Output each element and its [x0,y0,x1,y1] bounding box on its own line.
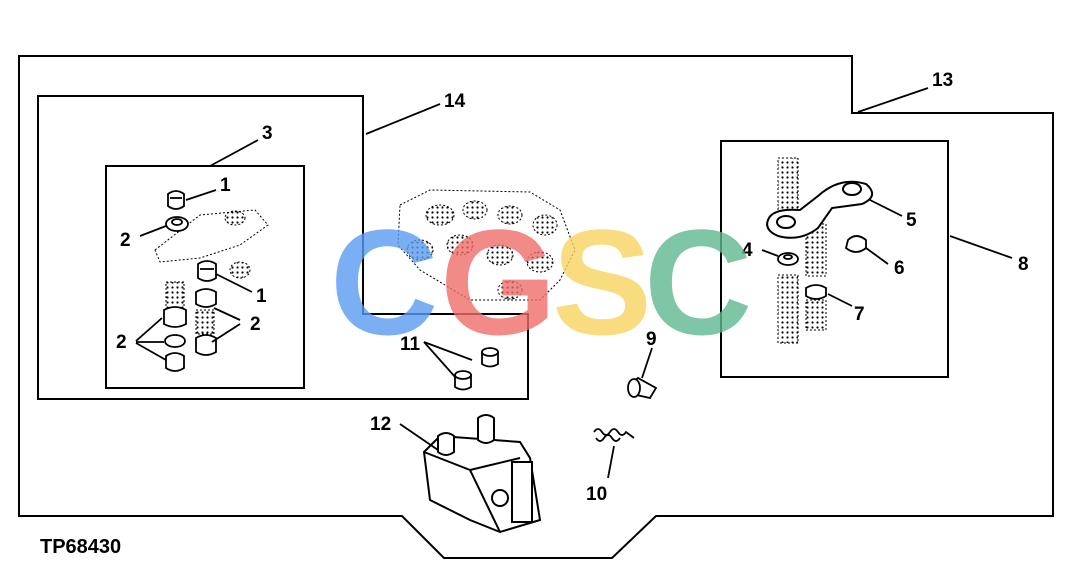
parts-11 [454,347,499,391]
watermark-letter-c2: C [644,198,752,366]
callout-1-top: 1 [220,175,231,196]
washer-2-lower-left [164,334,186,348]
frame-3 [105,165,305,389]
outer-frame [18,55,1054,559]
solenoid-valve-12 [422,414,542,534]
sleeve-9 [627,376,658,400]
callout-labels: 13 14 3 1 2 1 2 2 11 9 10 12 5 4 6 7 8 [116,70,1029,505]
callout-3: 3 [262,123,273,144]
callout-4: 4 [742,240,753,261]
callout-7: 7 [854,304,865,325]
watermark-letter-c1: C [330,198,438,366]
fitting-1-top [167,190,185,210]
fitting-1-mid [197,260,217,282]
washer-7 [805,284,827,300]
callout-2-left: 2 [116,332,127,353]
callout-5: 5 [906,210,917,231]
callout-9: 9 [646,329,657,350]
callout-6: 6 [894,258,905,279]
callout-2-top: 2 [120,230,131,251]
callout-11: 11 [400,334,421,355]
watermark-letter-g: G [440,198,557,366]
spring-10 [593,428,635,442]
fittings-group [163,190,217,372]
nut-2-lower-right [195,334,217,356]
bracket-5 [766,180,873,239]
frame-8 [720,140,949,378]
bracket-dotted-left [154,209,269,335]
leader-lines [135,87,1013,479]
callout-2-right: 2 [250,314,261,335]
figure-code: TP68430 [40,536,122,558]
watermark-logo: C G S C [330,198,752,366]
callout-1-mid: 1 [256,286,267,307]
valve-body-dotted [397,189,576,301]
callout-13: 13 [932,70,953,91]
callout-10: 10 [586,484,607,505]
frame-14 [37,95,529,400]
callout-8: 8 [1018,254,1029,275]
nut-2-lower-left [163,306,187,328]
callout-14: 14 [444,91,466,112]
dotted-rods-right [777,157,827,344]
watermark-letter-s: S [552,198,652,366]
nut-6 [844,235,867,253]
callout-12: 12 [370,414,391,435]
